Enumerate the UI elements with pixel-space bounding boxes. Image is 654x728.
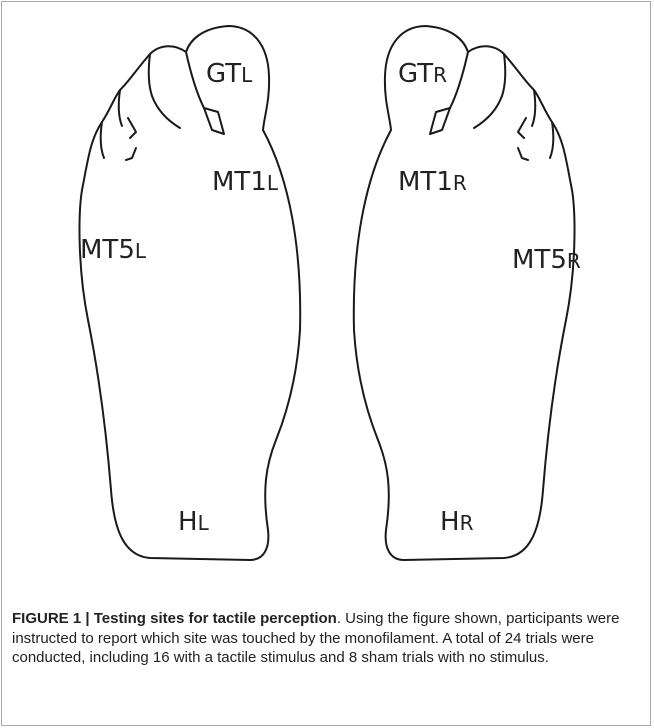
left-foot-outline — [80, 26, 301, 560]
feet-diagram: GTL MT1L MT5L HL GTR MT1R MT5R HR — [0, 0, 654, 600]
left-toe-crease-1 — [186, 52, 204, 108]
left-mt1-label: MT1L — [212, 167, 279, 197]
left-gt-label: GTL — [206, 59, 253, 89]
left-toe-crease-2 — [149, 54, 152, 96]
right-toe-tip-3 — [518, 118, 526, 138]
right-mt1-label: MT1R — [398, 167, 467, 197]
right-toe-crease-4 — [550, 122, 553, 158]
right-toe-crease-3 — [532, 90, 535, 126]
right-toe-tip-1 — [430, 108, 450, 134]
left-mt5-label: MT5L — [80, 235, 147, 265]
figure-caption: FIGURE 1 | Testing sites for tactile per… — [12, 609, 640, 668]
right-foot — [354, 26, 575, 560]
left-toe-crease-4 — [101, 122, 104, 158]
right-mt5-label: MT5R — [512, 245, 581, 275]
left-toe-tip-4 — [126, 148, 136, 160]
left-toe-tip-3 — [128, 118, 136, 138]
right-foot-outline — [354, 26, 575, 560]
right-toe-tip-4 — [518, 148, 528, 160]
right-gt-label: GTR — [398, 59, 447, 89]
right-toe-crease-2 — [502, 54, 505, 96]
left-h-label: HL — [178, 507, 210, 537]
left-toe-tip-1 — [204, 108, 224, 134]
left-toe-crease-3 — [119, 90, 122, 126]
left-foot — [80, 26, 301, 560]
right-toe-tip-2 — [474, 96, 502, 128]
right-h-label: HR — [440, 507, 474, 537]
right-toe-crease-1 — [450, 52, 468, 108]
left-toe-tip-2 — [152, 96, 180, 128]
caption-title: FIGURE 1 | Testing sites for tactile per… — [12, 610, 337, 627]
